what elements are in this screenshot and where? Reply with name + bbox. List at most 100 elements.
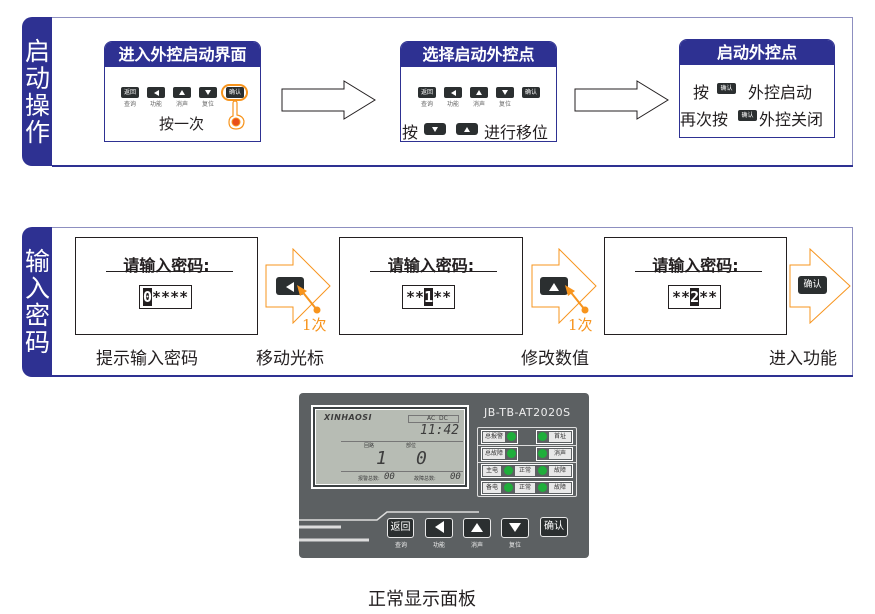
mode-dc: DC (439, 415, 448, 422)
arrow-right-icon (281, 80, 376, 120)
password-screen: 请输入密码: 0**** (75, 237, 258, 335)
indicator-label: 首址 (549, 432, 571, 442)
led-first-address (538, 432, 547, 441)
indicator-label: 备电 (483, 483, 501, 493)
step-start-external-point: 启动外控点 (679, 39, 835, 138)
highlight-ring (221, 84, 248, 101)
key-left-icon (276, 277, 304, 295)
lcd-rule (341, 441, 463, 442)
finger-press-icon (228, 101, 245, 130)
key-up-icon (173, 87, 191, 98)
tab-char: 操 (24, 90, 50, 120)
key-caption: 复位 (508, 542, 521, 549)
arrow-right-icon (574, 80, 669, 120)
key-caption: 复位 (201, 101, 214, 108)
step-instruction-suffix: 进行移位 (484, 123, 549, 142)
led-main-power-normal (504, 466, 513, 475)
line2-suffix: 外控关闭 (759, 110, 824, 129)
tab-char: 输 (24, 247, 50, 276)
key-left-icon (147, 87, 165, 98)
key-left-icon (444, 87, 462, 98)
indicator-divider (477, 445, 577, 446)
key-down-icon (424, 123, 446, 135)
caption-prompt: 提示输入密码 (96, 349, 198, 369)
alarm-total: 00 (384, 472, 395, 482)
password-prompt: 请输入密码: (652, 256, 739, 275)
key-down-icon (199, 87, 217, 98)
tab-char: 作 (24, 117, 50, 147)
tab-char: 密 (24, 301, 50, 330)
divider (635, 271, 762, 272)
mode-ac: AC (427, 415, 436, 422)
key-caption: 功能 (149, 101, 162, 108)
caption-enter-function: 进入功能 (769, 349, 837, 369)
panel-decor-lines (299, 511, 479, 542)
mode-box (408, 415, 459, 423)
indicator-label: 故障 (549, 466, 571, 476)
password-screen: 请输入密码: **1** (339, 237, 523, 335)
section-underline (52, 375, 853, 377)
step-instruction-prefix: 按 (402, 123, 419, 142)
key-caption: 功能 (432, 542, 445, 549)
cursor-digit: 1 (424, 288, 434, 306)
key-confirm-icon: 确认 (717, 83, 736, 94)
key-caption: 消声 (175, 101, 188, 108)
loop-value: 1 (376, 448, 387, 469)
reset-down-button[interactable] (501, 518, 529, 538)
loop-label: 回路 (364, 443, 375, 449)
key-up-icon (470, 87, 488, 98)
panel-caption: 正常显示面板 (368, 589, 476, 610)
divider (106, 271, 233, 272)
pointer-arrow-icon (297, 285, 321, 314)
led-total-alarm (507, 432, 516, 441)
step-title: 进入外控启动界面 (105, 42, 260, 67)
key-down-icon (496, 87, 514, 98)
indicator-label: 总故障 (483, 449, 505, 459)
indicator-label: 故障 (549, 483, 571, 493)
indicator-label: 消声 (549, 449, 571, 459)
lcd-rule (341, 471, 463, 472)
cursor-digit: 2 (690, 288, 700, 306)
key-confirm-icon: 确认 (522, 87, 540, 98)
indicator-label: 正常 (515, 483, 535, 493)
key-caption: 查询 (394, 542, 407, 549)
press-count: 1次 (568, 316, 593, 334)
led-main-power-fault (538, 466, 547, 475)
indicator-label: 主电 (483, 466, 501, 476)
section-tab-startup: 启 动 操 作 (22, 17, 53, 166)
divider (370, 271, 497, 272)
key-caption: 查询 (420, 101, 433, 108)
key-caption: 查询 (123, 101, 136, 108)
press-count: 1次 (302, 316, 327, 334)
key-confirm-icon: 确认 (798, 276, 827, 294)
password-prompt: 请输入密码: (123, 256, 210, 275)
alarm-total-label: 报警总数: (358, 476, 380, 482)
addr-value: 0 (416, 448, 427, 469)
addr-label: 部位 (406, 443, 417, 449)
tab-char: 启 (24, 36, 50, 66)
key-caption: 功能 (446, 101, 459, 108)
function-left-button[interactable] (425, 518, 453, 538)
back-query-button[interactable]: 返回 (387, 518, 414, 538)
section-tab-password: 输 入 密 码 (22, 227, 53, 377)
led-backup-power-fault (538, 483, 547, 492)
lcd-display: XINHAOSI AC DC 11:42 回路 部位 1 0 报警总数: 00 … (315, 409, 465, 485)
password-prompt: 请输入密码: (387, 256, 475, 275)
tab-char: 动 (24, 63, 50, 93)
clock: 11:42 (420, 423, 460, 438)
silence-up-button[interactable] (463, 518, 491, 538)
key-confirm-icon: 确认 (738, 110, 757, 121)
caption-move-cursor: 移动光标 (256, 349, 324, 369)
led-total-fault (507, 449, 516, 458)
pointer-arrow-icon (565, 285, 589, 314)
password-field: **2** (668, 285, 722, 309)
key-back-icon: 返回 (418, 87, 436, 98)
key-caption: 复位 (498, 101, 511, 108)
led-backup-power-normal (504, 483, 513, 492)
tab-char: 入 (24, 274, 50, 303)
line2-prefix: 再次按 (680, 110, 729, 129)
key-caption: 消声 (472, 101, 485, 108)
confirm-button[interactable]: 确认 (540, 517, 568, 537)
key-back-icon: 返回 (121, 87, 139, 98)
fault-total-label: 故障总数: (414, 476, 436, 482)
